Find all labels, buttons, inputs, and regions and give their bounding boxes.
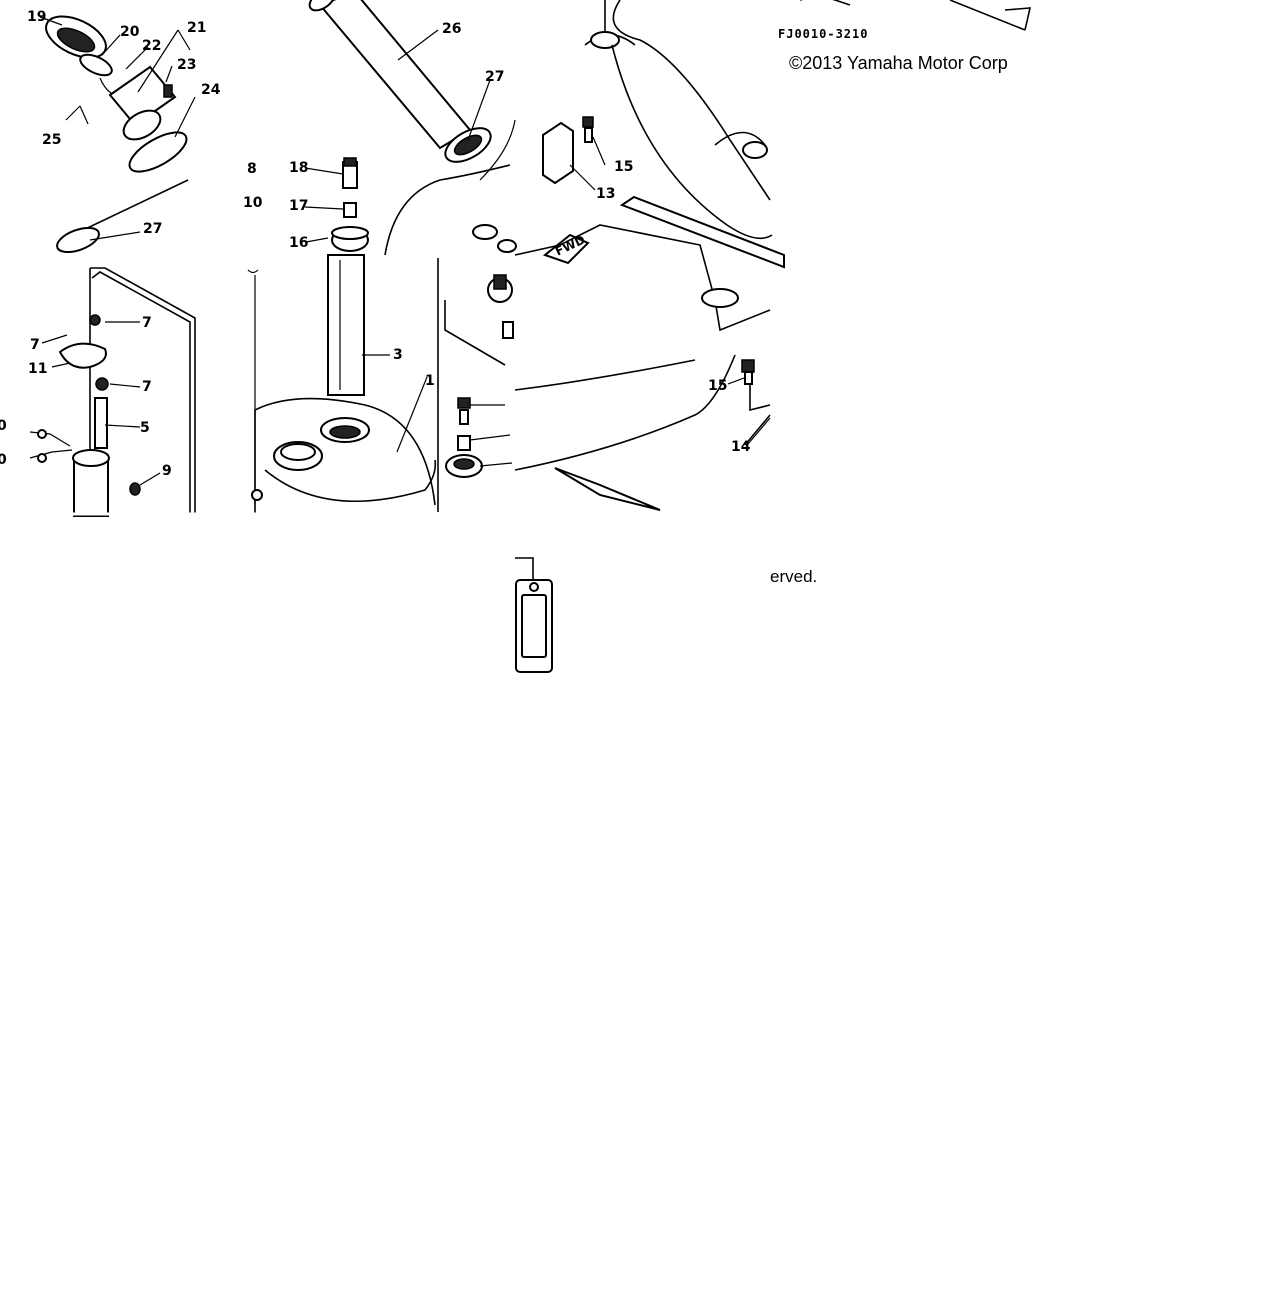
- diagram-code: FJ0010-3210: [778, 27, 869, 41]
- callout-18: 18: [289, 160, 308, 176]
- callout-15a: 15: [614, 159, 633, 175]
- callout-3: 3: [393, 347, 403, 363]
- callout-21: 21: [187, 20, 206, 36]
- callout-14: 14: [731, 439, 751, 455]
- callout-9: 9: [162, 463, 172, 479]
- callout-7b: 7: [30, 337, 40, 353]
- leader-lines: [39, 16, 771, 486]
- callout-16: 16: [289, 235, 308, 251]
- copyright-text: ©2013 Yamaha Motor Corp: [789, 53, 1008, 73]
- callout-17: 17: [289, 198, 308, 214]
- lower-bracket: [515, 557, 553, 673]
- fuel-tank: [384, 164, 590, 512]
- panel-edges: [0, 255, 772, 516]
- callout-11: 11: [28, 361, 47, 377]
- callout-20: 20: [120, 24, 140, 40]
- callout-26: 26: [442, 21, 461, 37]
- rear-tank: [514, 0, 1032, 511]
- callout-7c: 7: [142, 379, 152, 395]
- callout-7a: 7: [142, 315, 152, 331]
- rights-text: erved.: [770, 567, 818, 586]
- callout-22: 22: [142, 38, 161, 54]
- callout-25: 25: [42, 132, 61, 148]
- callout-10: 10: [243, 195, 263, 211]
- callout-27a: 27: [143, 221, 162, 237]
- callout-8: 8: [247, 161, 257, 177]
- callout-23: 23: [177, 57, 196, 73]
- filler-cap-assembly: [45, 15, 189, 254]
- oil-tank-assembly: [247, 157, 437, 515]
- callout-24: 24: [201, 82, 221, 98]
- callout-13: 13: [596, 186, 615, 202]
- callout-5: 5: [140, 420, 150, 436]
- callout-27b: 27: [485, 69, 504, 85]
- callout-15b: 15: [708, 378, 727, 394]
- callout-1: 1: [425, 373, 435, 389]
- callout-19: 19: [27, 9, 46, 25]
- breather-assembly: [29, 267, 196, 517]
- callout-0b: 0: [0, 452, 7, 468]
- filler-hose: [308, 0, 516, 181]
- callout-labels: 19 20 21 22 23 24 25 27 26 27 18 8 17 10…: [0, 9, 751, 479]
- callout-0a: 0: [0, 418, 7, 434]
